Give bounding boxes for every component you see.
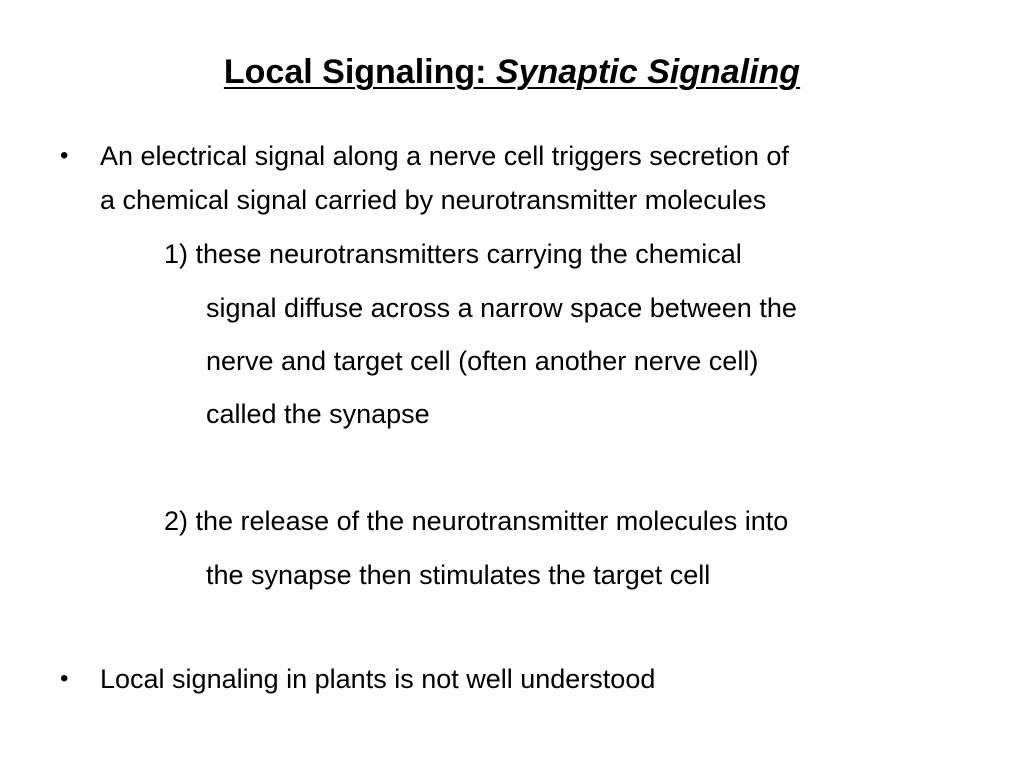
point2-line1: 2) the release of the neurotransmitter m…	[164, 506, 789, 536]
bullet-marker-1: •	[60, 142, 69, 169]
title-main: Local Signaling:	[223, 53, 496, 91]
point1-line1: 1) these neurotransmitters carrying the …	[164, 239, 742, 269]
point2-line2: the synapse then stimulates the target c…	[206, 560, 711, 590]
bullet1-line1: An electrical signal along a nerve cell …	[100, 141, 789, 171]
point1-line2: signal diffuse across a narrow space bet…	[206, 293, 797, 323]
bullet-marker-2: •	[60, 665, 69, 692]
title-italic: Synaptic Signaling	[495, 53, 801, 91]
bullet2-line1: Local signaling in plants is not well un…	[100, 664, 656, 694]
bullet1-line2: a chemical signal carried by neurotransm…	[100, 185, 767, 215]
point1-line4: called the synapse	[206, 399, 430, 429]
slide-title: Local Signaling: Synaptic Signaling	[0, 50, 1024, 94]
point1-line3: nerve and target cell (often another ner…	[206, 346, 759, 376]
